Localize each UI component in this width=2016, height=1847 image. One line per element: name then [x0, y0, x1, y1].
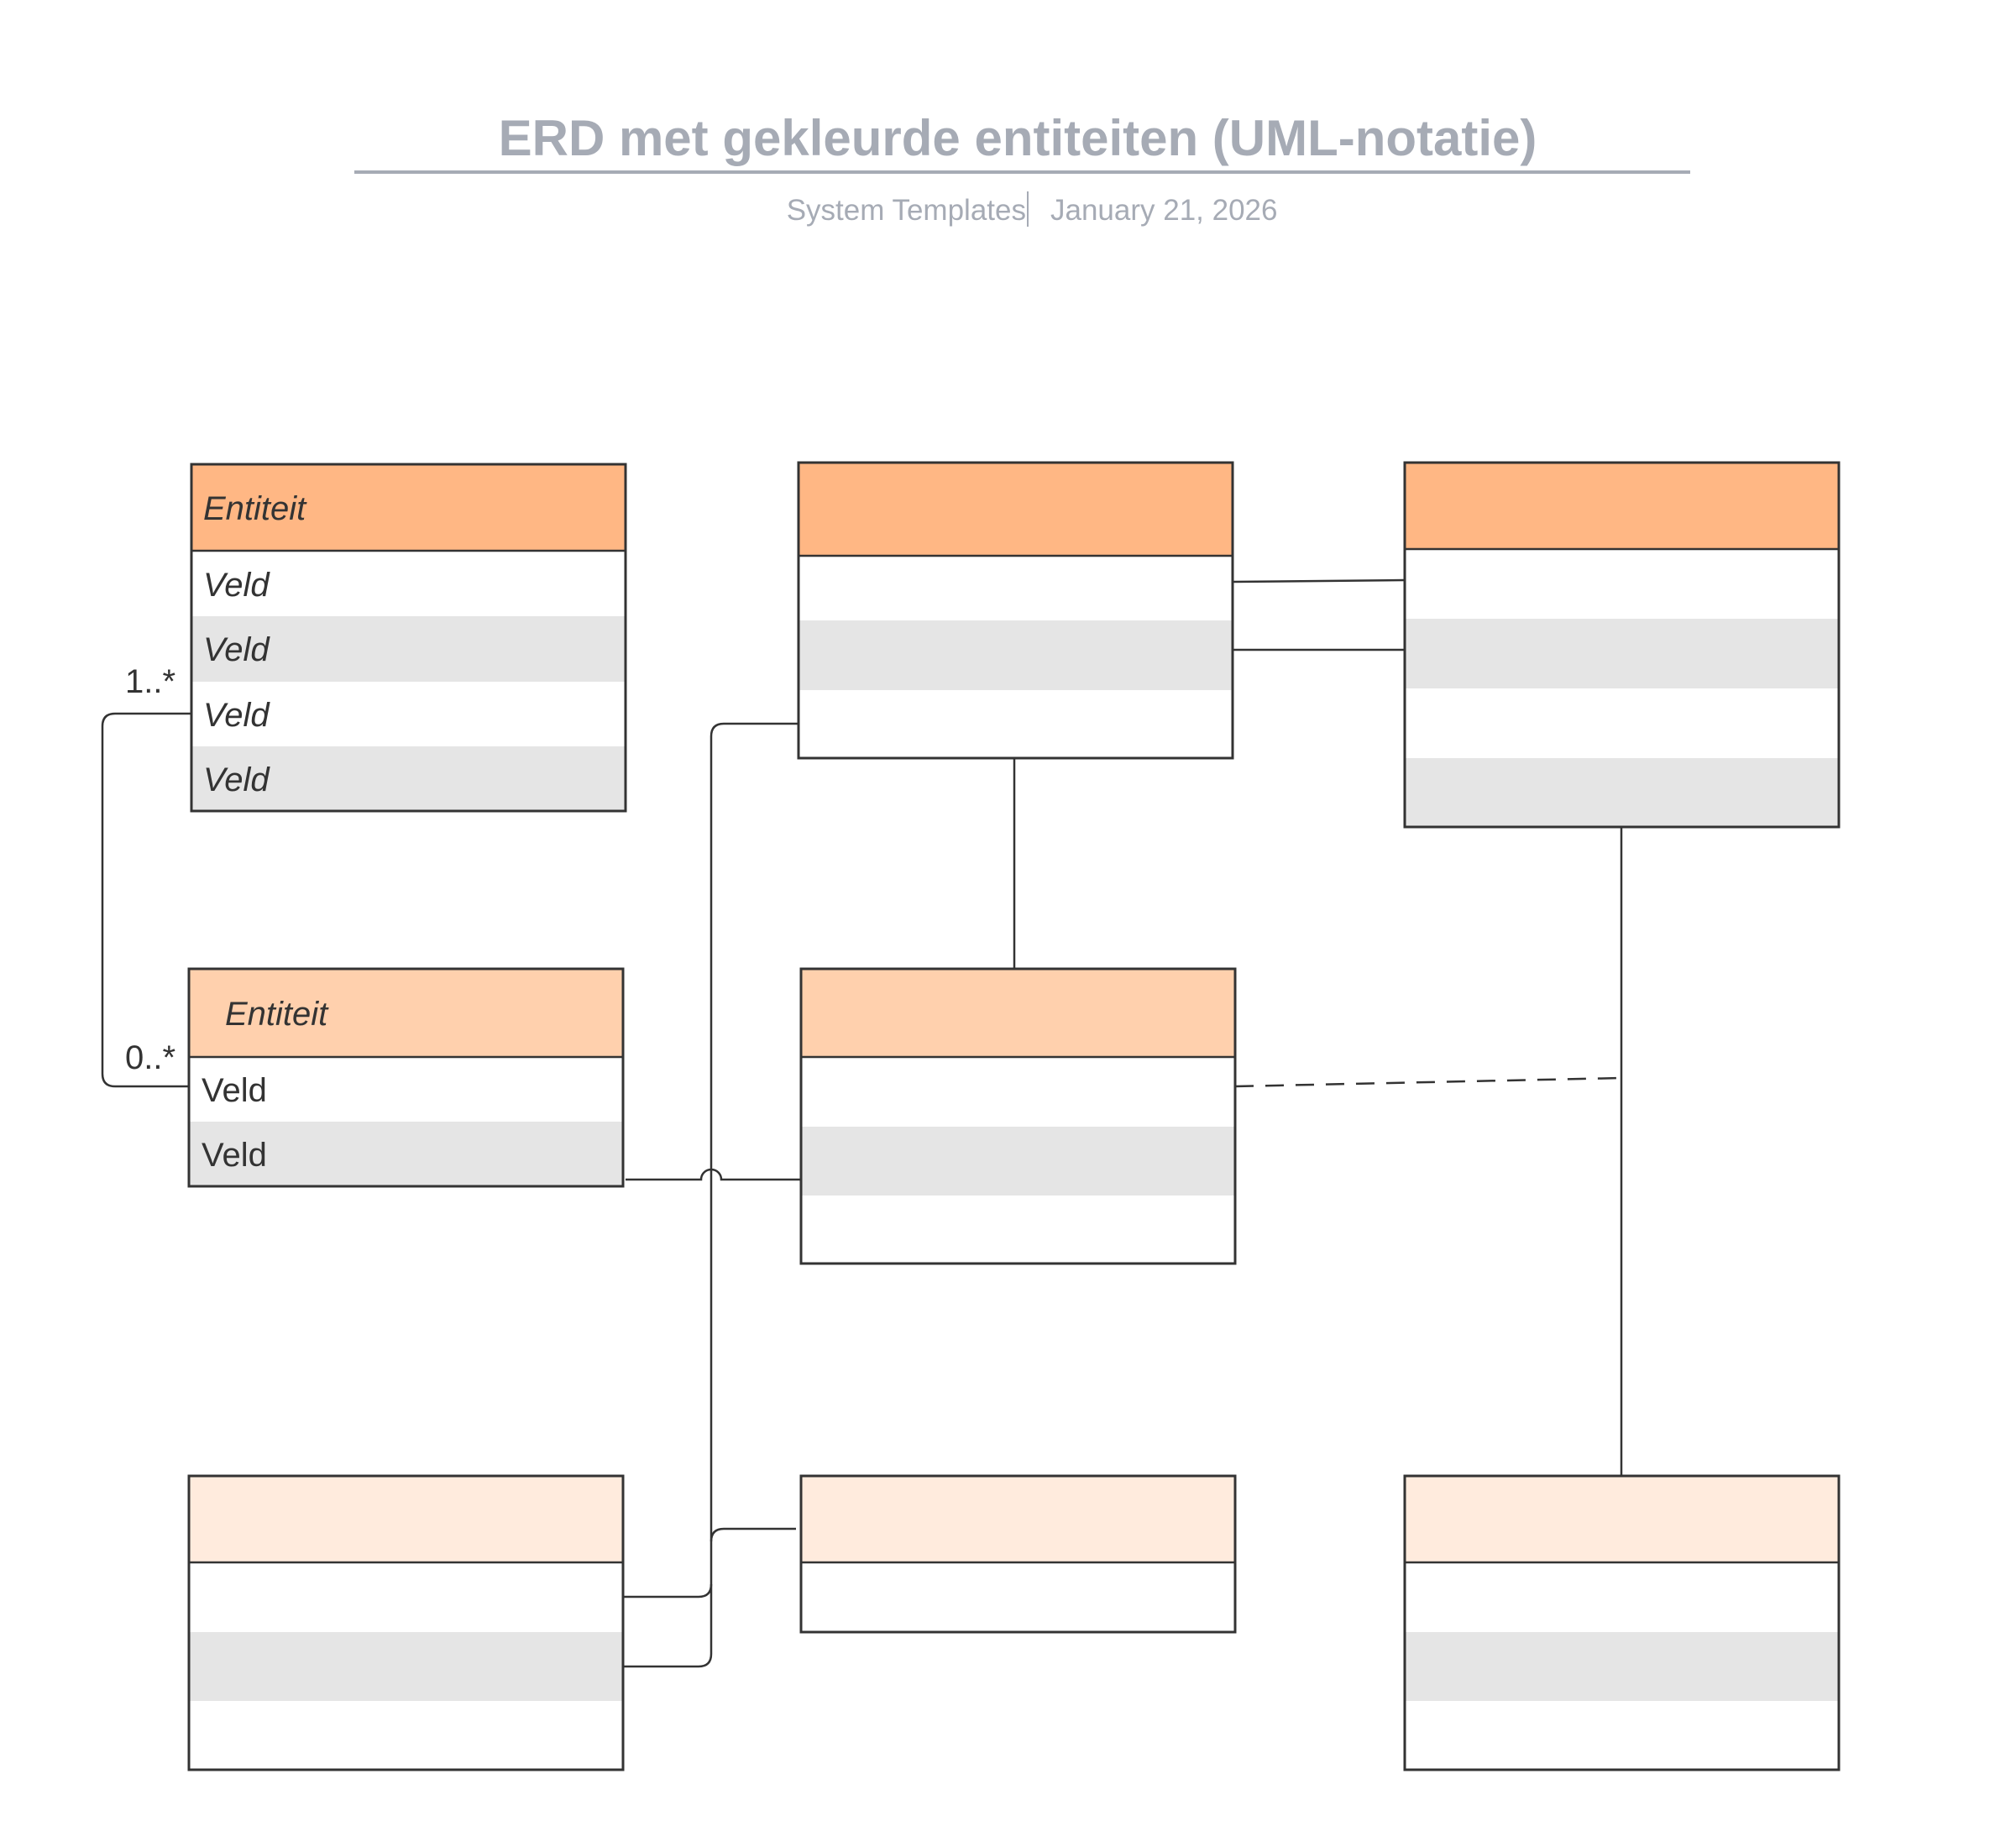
- entity-h[interactable]: [1403, 1474, 1841, 1771]
- connector-b-f[interactable]: [623, 722, 799, 1668]
- connector-d-e[interactable]: [626, 1168, 801, 1181]
- entity-border: [187, 1474, 625, 1771]
- entity-f[interactable]: [187, 1474, 625, 1771]
- entity-header: [801, 969, 1235, 1057]
- field-label: Veld: [202, 1072, 267, 1109]
- author-label: System Templates: [787, 194, 1026, 227]
- entity-border: [1403, 1474, 1841, 1771]
- page-title: ERD met gekleurde entiteiten (UML-notati…: [499, 110, 1537, 166]
- connector-g-f[interactable]: [710, 1527, 796, 1542]
- entity-header: [1405, 1476, 1839, 1562]
- row-stripe: [1405, 619, 1839, 688]
- entity-border: [190, 463, 627, 813]
- row-stripe: [191, 616, 626, 682]
- connectors: 1..* 0..*: [101, 578, 1623, 1668]
- entity-border: [799, 1474, 1237, 1634]
- entity-g[interactable]: [799, 1474, 1237, 1634]
- entity-header: [1405, 463, 1839, 549]
- connector-b-c-1[interactable]: [1232, 578, 1406, 583]
- entity-header: [801, 1476, 1235, 1562]
- entity-header: [189, 969, 623, 1057]
- row-stripe: [799, 620, 1233, 690]
- cardinality-label-target: 0..*: [125, 1039, 175, 1076]
- cardinality-label-source: 1..*: [125, 663, 175, 700]
- entity-b[interactable]: [797, 461, 1234, 760]
- row-stripe: [801, 1127, 1235, 1196]
- row-stripe: [191, 746, 626, 811]
- date-label: January 21, 2026: [1050, 194, 1277, 227]
- row-stripe: [189, 1122, 623, 1186]
- entity-border: [797, 461, 1234, 760]
- field-label: Veld: [203, 631, 270, 668]
- entity-border: [799, 967, 1237, 1265]
- entity-border: [1403, 461, 1841, 829]
- entity-border: [187, 967, 625, 1188]
- row-stripe: [1405, 1632, 1839, 1701]
- entity-name: Entiteit: [225, 996, 329, 1033]
- field-label: Veld: [203, 761, 270, 798]
- entity-c[interactable]: [1403, 461, 1841, 829]
- entity-header: [189, 1476, 623, 1562]
- field-label: Veld: [203, 567, 270, 604]
- entity-a[interactable]: Entiteit Veld Veld Veld Veld: [190, 463, 627, 813]
- entity-d[interactable]: Entiteit Veld Veld: [187, 967, 625, 1188]
- row-stripe: [1405, 758, 1839, 827]
- connector-e-dashed[interactable]: [1234, 1076, 1622, 1088]
- connector-f-branch[interactable]: [623, 1583, 713, 1598]
- row-stripe: [189, 1632, 623, 1701]
- entity-header: [191, 464, 626, 551]
- field-label: Veld: [203, 697, 270, 734]
- entity-header: [799, 463, 1233, 556]
- entity-e[interactable]: [799, 967, 1237, 1265]
- connector-a-d[interactable]: [101, 712, 191, 1088]
- field-label: Veld: [202, 1137, 267, 1174]
- entity-name: Entiteit: [203, 490, 307, 527]
